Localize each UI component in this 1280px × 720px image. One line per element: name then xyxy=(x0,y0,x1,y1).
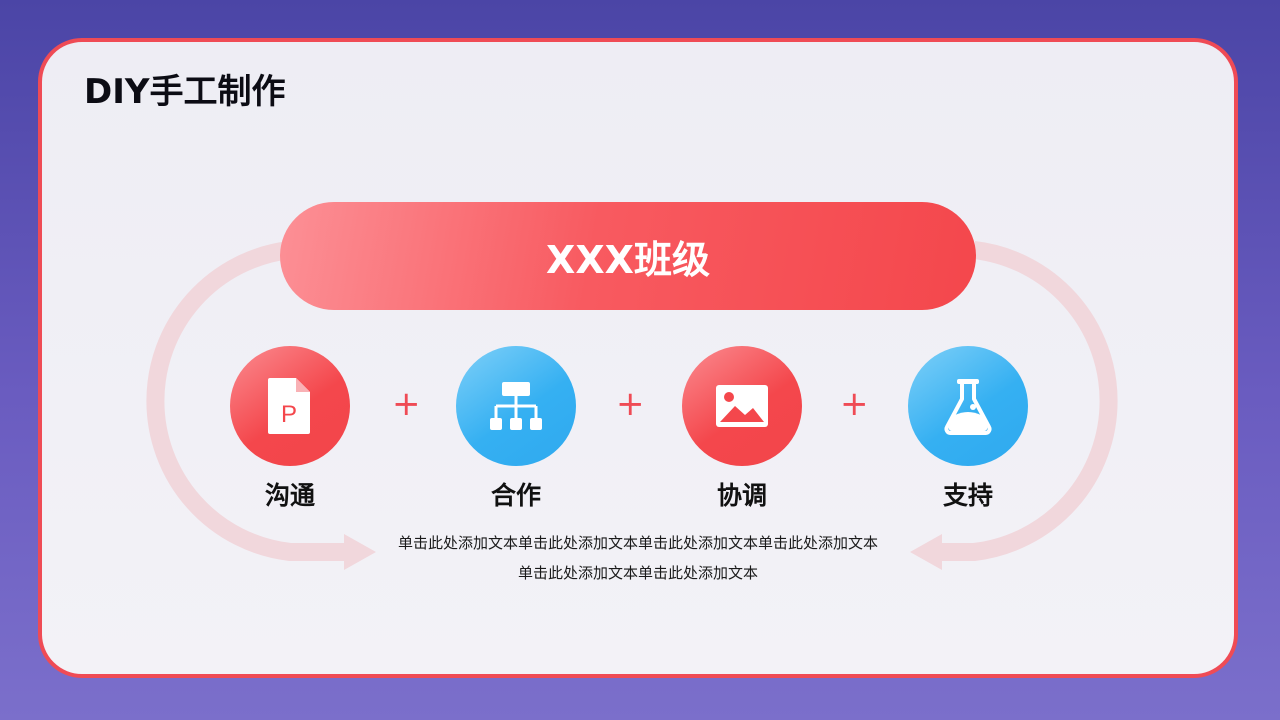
plus-sign-1: + xyxy=(392,384,421,424)
node-communication: P xyxy=(230,346,350,466)
cycle-arrows xyxy=(146,241,1118,570)
plus-sign-3: + xyxy=(840,384,869,424)
plus-sign-2: + xyxy=(616,384,645,424)
ppt-file-icon: P xyxy=(268,378,310,434)
banner-text: XXX班级 xyxy=(546,237,710,282)
left-arc xyxy=(146,241,344,561)
slide-title: DIY手工制作 xyxy=(84,72,286,112)
node-cooperation xyxy=(456,346,576,466)
flask-icon xyxy=(944,379,992,435)
svg-text:P: P xyxy=(281,401,297,428)
right-arc xyxy=(942,241,1118,561)
node-label-coordination: 协调 xyxy=(716,481,767,510)
class-banner: XXX班级 xyxy=(280,202,976,310)
description-text: 单击此处添加文本单击此处添加文本单击此处添加文本单击此处添加文本单击此处添加文本… xyxy=(398,534,879,582)
right-arrowhead xyxy=(910,534,942,570)
image-icon xyxy=(716,385,768,427)
node-support xyxy=(908,346,1028,466)
left-arrowhead xyxy=(344,534,376,570)
hierarchy-icon xyxy=(490,382,542,430)
slide-card: DIY手工制作 XXX班级 P + + xyxy=(38,38,1238,678)
node-label-cooperation: 合作 xyxy=(490,481,541,510)
node-label-support: 支持 xyxy=(942,481,993,510)
node-coordination xyxy=(682,346,802,466)
node-label-communication: 沟通 xyxy=(264,481,315,510)
